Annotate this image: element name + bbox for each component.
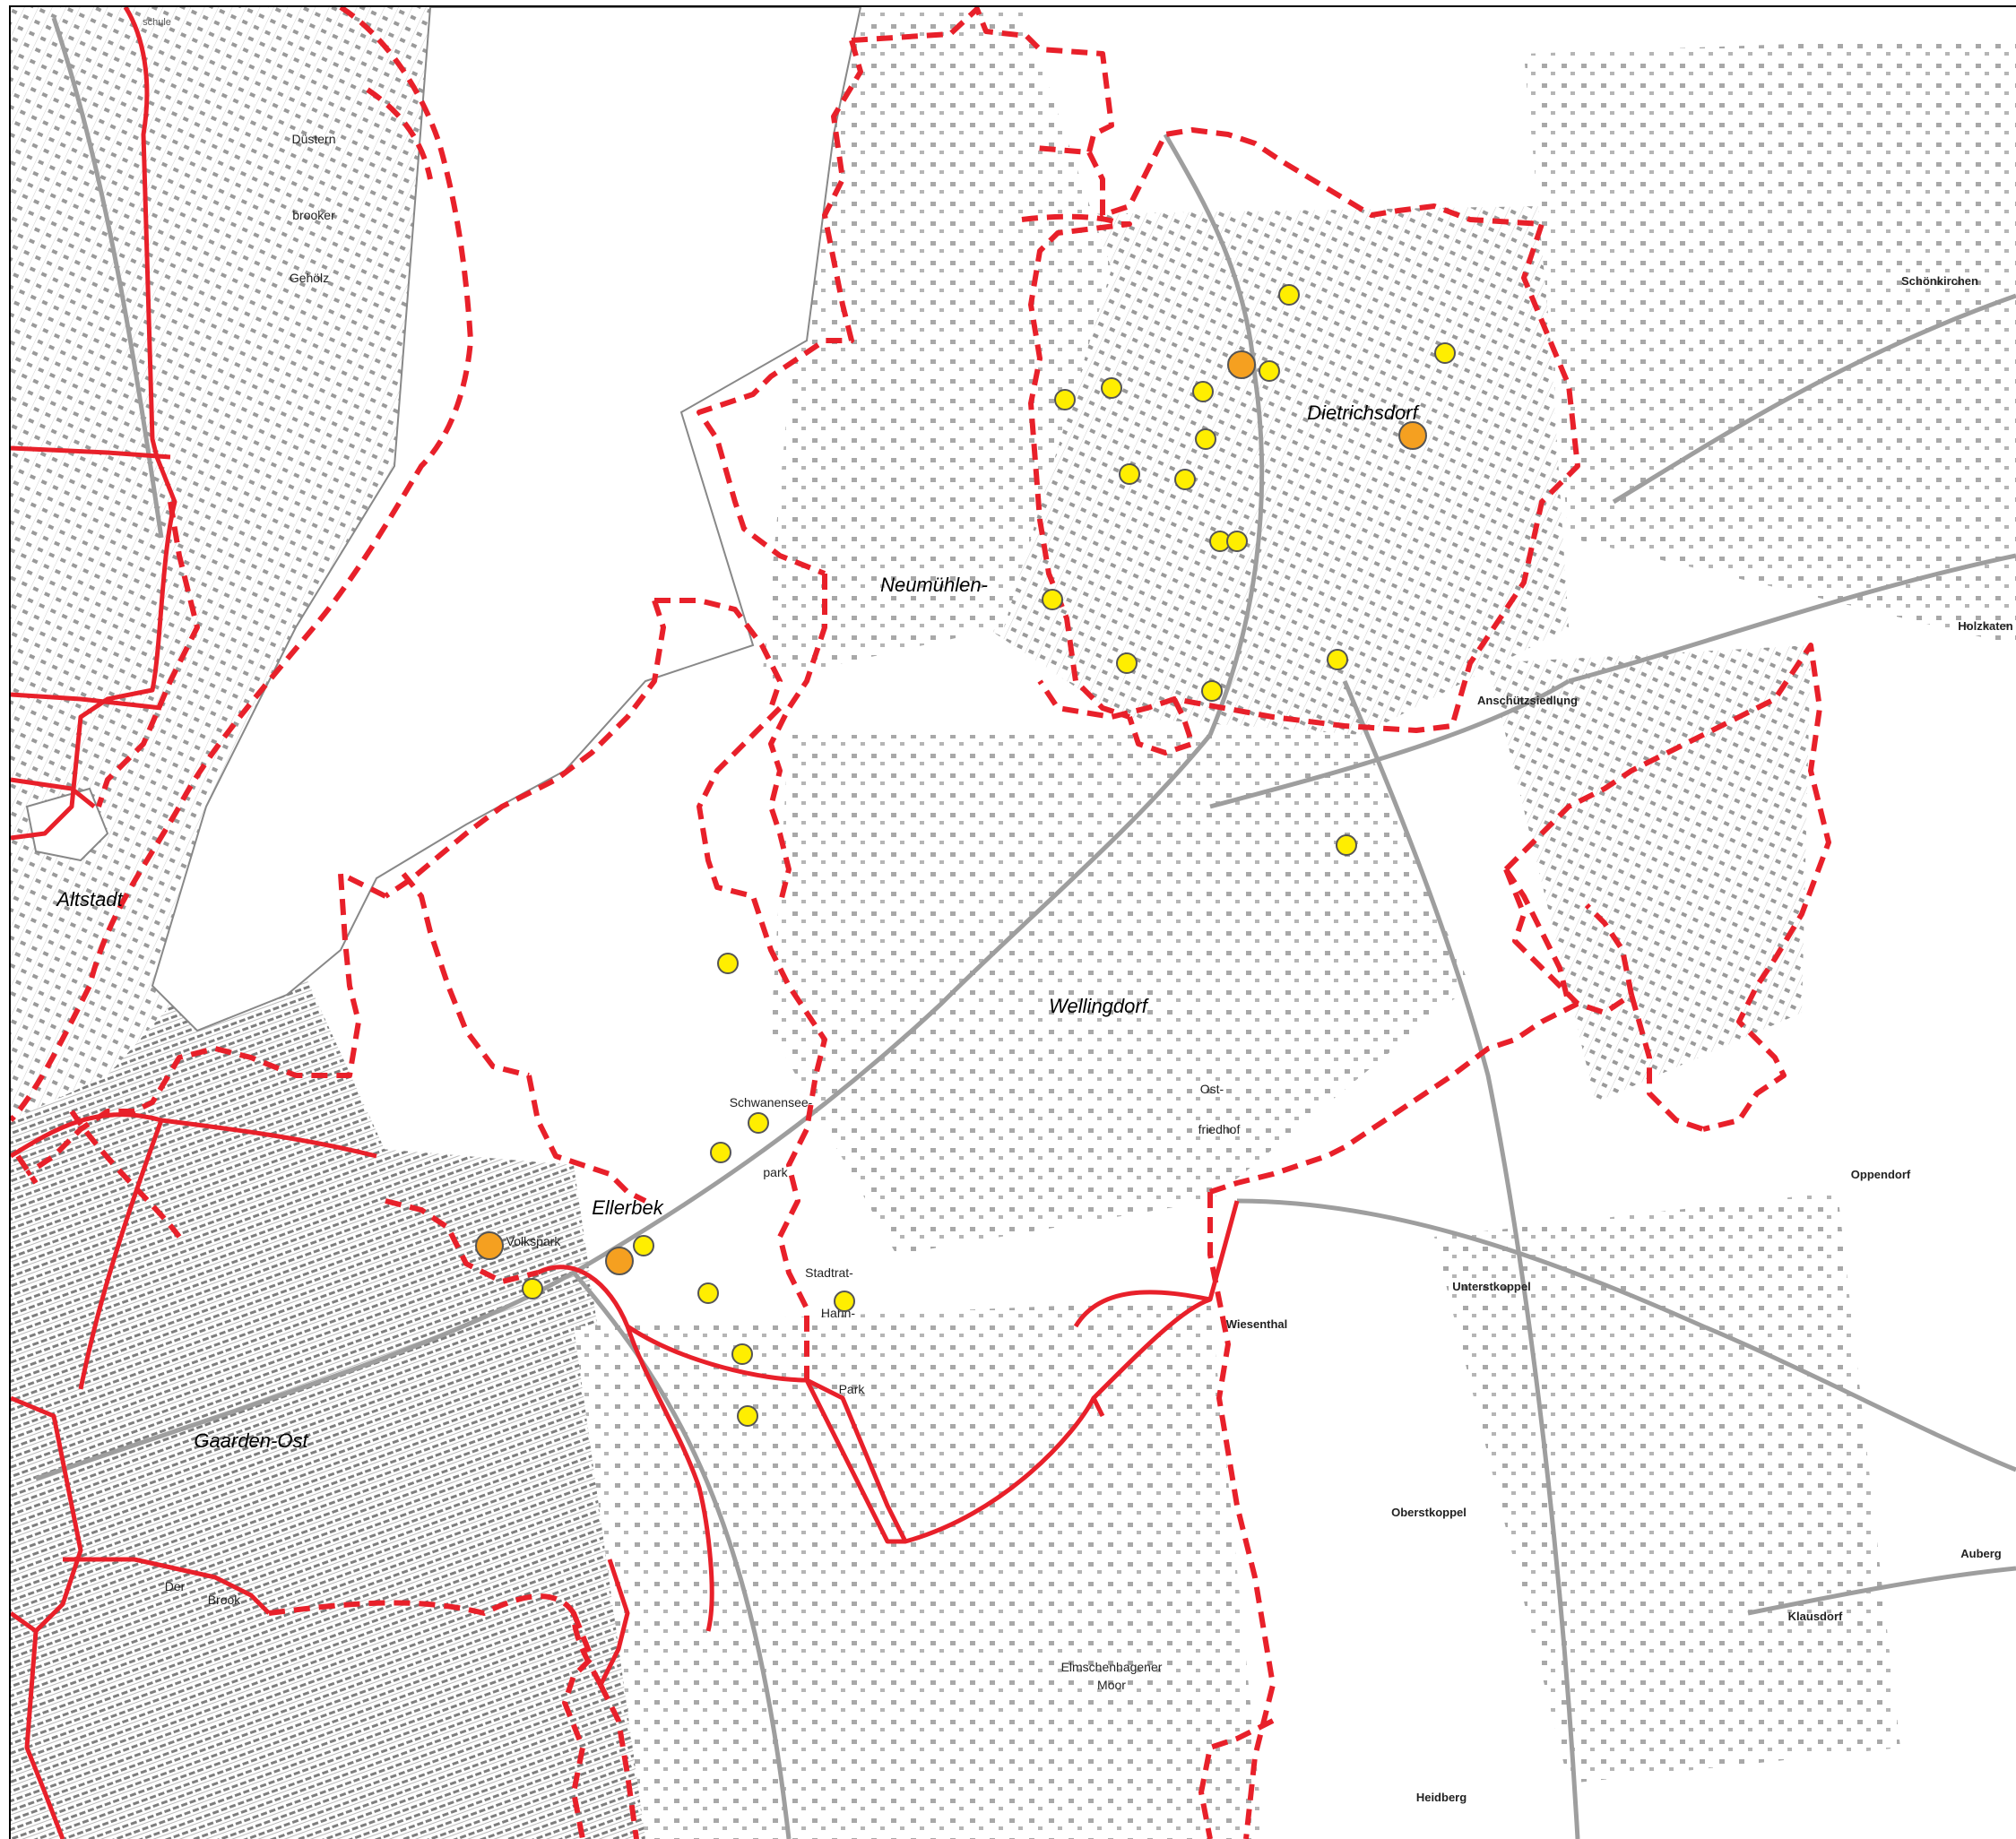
label-der: Der [165,1579,186,1593]
marker-yellow[interactable] [1174,469,1196,490]
label-stadtrat: Stadtrat- [805,1265,853,1280]
label-heidberg: Heidberg [1416,1791,1467,1804]
marker-yellow[interactable] [697,1282,719,1304]
label-oberstkoppel: Oberstkoppel [1391,1506,1467,1519]
marker-yellow[interactable] [1192,381,1214,402]
label-unterstkoppel: Unterstkoppel [1452,1280,1530,1293]
marker-yellow[interactable] [731,1343,753,1365]
boundary-dashed [8,4,1831,1839]
label-wellingdorf: Wellingdorf [1049,995,1150,1017]
marker-yellow[interactable] [1201,680,1223,702]
marker-orange[interactable] [605,1247,634,1275]
yellow-markers[interactable] [522,284,1456,1427]
label-holzkaten: Holzkaten [1958,619,2012,633]
label-dietrichsdorf: Dietrichsdorf [1307,401,1420,424]
marker-yellow[interactable] [834,1291,855,1312]
marker-orange[interactable] [1398,421,1427,450]
label-schoenkirchen: Schönkirchen [1901,274,1978,288]
roads [35,17,2016,1839]
orange-markers[interactable] [475,350,1427,1275]
marker-orange[interactable] [1227,350,1256,379]
label-altstadt: Altstadt [55,888,123,911]
label-wiesenthal: Wiesenthal [1226,1317,1288,1331]
label-neumuehlen: Neumühlen- [880,574,988,596]
marker-yellow[interactable] [633,1235,654,1256]
marker-yellow[interactable] [1434,342,1456,364]
marker-yellow[interactable] [1116,652,1138,674]
boundary-dashed-west [15,1109,182,1239]
marker-yellow[interactable] [1327,649,1348,670]
marker-yellow[interactable] [1119,463,1140,485]
marker-yellow[interactable] [717,953,739,974]
marker-yellow[interactable] [1259,360,1280,382]
label-brooker: brooker [292,208,335,222]
marker-yellow[interactable] [1042,589,1063,610]
fjord-water [25,6,862,1032]
marker-yellow[interactable] [1195,428,1216,450]
marker-yellow[interactable] [1226,531,1248,552]
marker-yellow[interactable] [1278,284,1300,306]
marker-yellow[interactable] [1336,834,1357,856]
marker-yellow[interactable] [1101,377,1122,399]
marker-yellow[interactable] [710,1142,731,1163]
label-gaarden-ost: Gaarden-Ost [194,1429,308,1452]
label-anschuetzsiedlung: Anschützsiedlung [1477,694,1578,707]
label-gehoelz: Gehölz [290,271,329,285]
label-auberg: Auberg [1960,1547,2002,1560]
label-ellerbek: Ellerbek [592,1196,663,1219]
label-duestern: Düstern [291,132,335,146]
label-oppendorf: Oppendorf [1851,1168,1911,1181]
land-areas [11,7,2016,1839]
label-schwanensee: Schwanensee- [730,1095,813,1109]
label-schule: schule [143,17,171,28]
label-moor: Moor [1097,1678,1126,1692]
marker-yellow[interactable] [748,1112,769,1134]
marker-yellow[interactable] [1054,389,1076,410]
marker-yellow[interactable] [737,1405,758,1427]
label-volkspark: Volkspark [506,1234,562,1248]
map-labels: Altstadt Gaarden-Ost Ellerbek Wellingdor… [55,17,2012,1804]
label-ost: Ost- [1200,1082,1224,1096]
marker-yellow[interactable] [522,1278,543,1299]
marker-orange[interactable] [475,1231,504,1260]
label-klausdorf: Klausdorf [1788,1610,1843,1623]
label-hahn-park: Park [839,1382,866,1396]
label-elmschenhagener: Elmschenhagener [1061,1660,1163,1674]
label-park: park [763,1165,788,1179]
label-brook: Brook [208,1593,242,1607]
label-friedhof: friedhof [1198,1122,1241,1136]
